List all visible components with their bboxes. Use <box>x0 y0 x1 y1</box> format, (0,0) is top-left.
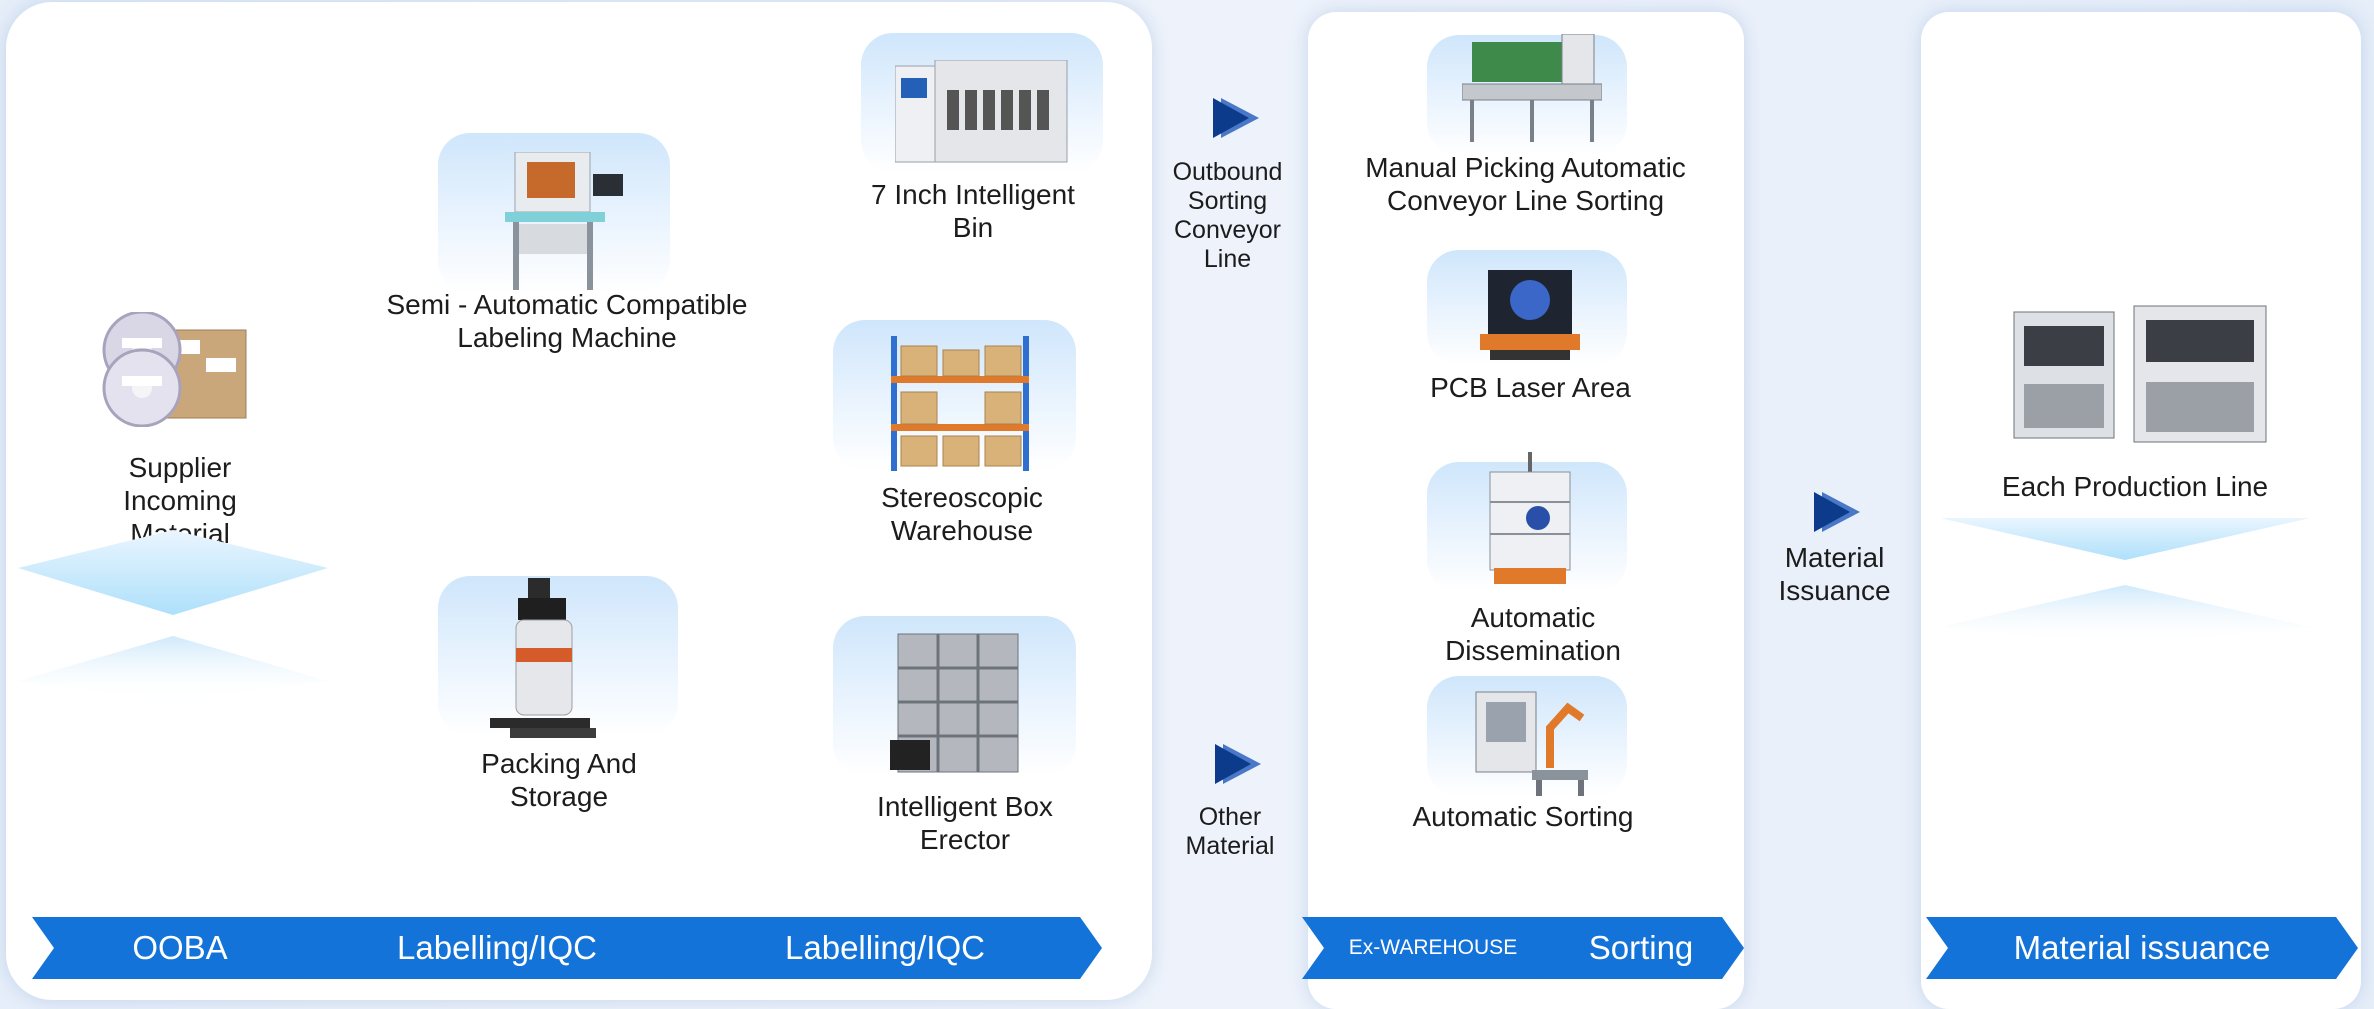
labeling-machine-label: Semi - Automatic Compatible Labeling Mac… <box>386 289 748 353</box>
warehouse-rack-icon <box>891 336 1029 471</box>
supplier-incoming-material-label: Supplier Incoming Material <box>123 452 237 549</box>
stage-ooba: OOBA <box>32 917 328 979</box>
manual-picking-label: Manual Picking Automatic Conveyor Line S… <box>1365 152 1686 216</box>
platform-diamond-shadow <box>18 636 328 701</box>
labeling-machine-icon <box>505 152 623 290</box>
supplier-material-icon <box>102 312 247 427</box>
platform-diamond <box>18 530 328 615</box>
automatic-sorting-label: Automatic Sorting <box>1412 801 1634 832</box>
flow-arrow-icon <box>1213 98 1259 138</box>
stage-material-issuance: Material issuance <box>1926 917 2358 979</box>
production-panel <box>1921 12 2361 1009</box>
stage-sorting-label: Sorting <box>1588 929 1694 966</box>
other-material-label: Other Material <box>1185 803 1275 860</box>
automatic-dissemination-label: Automatic Dissemination <box>1445 602 1621 666</box>
box-erector-icon <box>890 633 1019 773</box>
production-line-icon <box>2013 305 2267 443</box>
stage-ex-warehouse-label: Ex-WAREHOUSE <box>1348 936 1518 959</box>
stage-ex-warehouse: Ex-WAREHOUSE <box>1302 917 1564 979</box>
platform-diamond-shadow <box>1940 585 2310 645</box>
dissemination-robot-icon <box>1489 452 1571 584</box>
stage-sorting: Sorting <box>1538 917 1744 979</box>
pcb-laser-label: PCB Laser Area <box>1430 372 1631 403</box>
conveyor-line-icon <box>1462 34 1602 142</box>
stage-labelling-iqc-2-label: Labelling/IQC <box>785 929 985 966</box>
stage-labelling-iqc-1: Labelling/IQC <box>298 917 696 979</box>
pcb-laser-icon <box>1480 270 1580 360</box>
packing-robot-icon <box>490 578 596 738</box>
flow-arrow-icon <box>1215 744 1261 784</box>
sorting-robot-icon <box>1475 691 1588 796</box>
platform-diamond <box>1940 518 2310 560</box>
stage-material-issuance-label: Material issuance <box>2013 929 2271 966</box>
box-erector-label: Intelligent Box Erector <box>877 791 1053 855</box>
material-issuance-flow-label: Material Issuance <box>1778 542 1891 606</box>
intelligent-bin-icon <box>895 60 1068 163</box>
stage-labelling-iqc-1-label: Labelling/IQC <box>397 929 597 966</box>
stage-labelling-iqc-2: Labelling/IQC <box>668 917 1102 979</box>
packing-storage-label: Packing And Storage <box>481 748 637 812</box>
stereoscopic-warehouse-label: Stereoscopic Warehouse <box>881 482 1043 546</box>
flow-arrow-icon <box>1814 492 1860 532</box>
outbound-sorting-label: Outbound Sorting Conveyor Line <box>1172 158 1283 273</box>
each-production-line-label: Each Production Line <box>2001 471 2269 502</box>
intelligent-bin-label: 7 Inch Intelligent Bin <box>871 179 1075 243</box>
stage-ooba-label: OOBA <box>132 929 228 966</box>
